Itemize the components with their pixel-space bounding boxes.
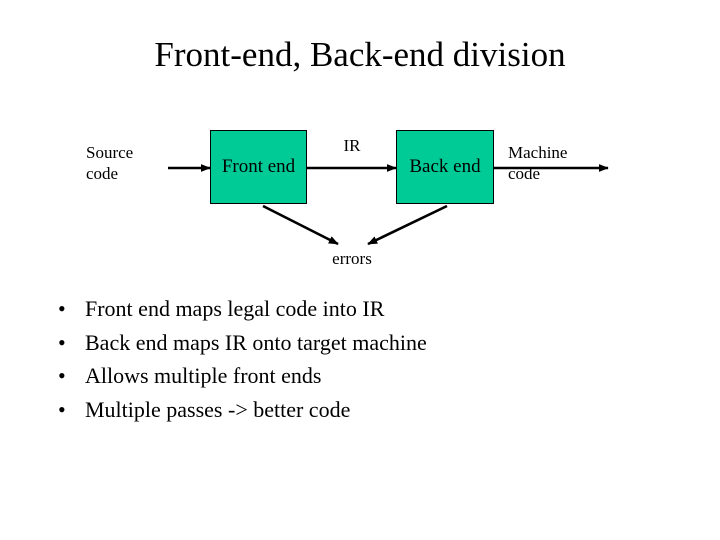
arrow-back-end-to-errors — [367, 204, 448, 246]
label-machine-code-line2: code — [508, 164, 541, 183]
list-item: • Front end maps legal code into IR — [52, 292, 672, 326]
label-source-code: Source code — [86, 142, 133, 184]
list-item-text: Back end maps IR onto target machine — [85, 329, 427, 355]
diagram-box-back-end[interactable]: Back end — [396, 130, 494, 204]
front-end-back-end-diagram: Front end Back end Source code IR Machin… — [86, 130, 609, 268]
list-item: • Allows multiple front ends — [52, 359, 672, 393]
label-errors: errors — [332, 249, 372, 268]
label-machine-code: Machine code — [508, 142, 567, 184]
list-item: • Back end maps IR onto target machine — [52, 326, 672, 360]
bullet-list: • Front end maps legal code into IR • Ba… — [52, 292, 672, 426]
diagram-box-front-end-label: Front end — [221, 156, 296, 177]
bullet-icon: • — [58, 329, 66, 355]
list-item-text: Front end maps legal code into IR — [85, 296, 385, 321]
label-source-code-line1: Source — [86, 143, 134, 162]
bullet-icon: • — [58, 363, 66, 388]
list-item: • Multiple passes -> better code — [52, 393, 672, 427]
arrow-front-end-to-errors — [262, 204, 339, 246]
label-machine-code-line1: Machine — [508, 143, 568, 162]
list-item-text: Multiple passes -> better code — [85, 396, 351, 422]
label-ir: IR — [343, 136, 361, 155]
bullet-icon: • — [58, 396, 66, 422]
page-title: Front-end, Back-end division — [154, 35, 566, 74]
label-source-code-line2: code — [86, 164, 119, 183]
bullet-icon: • — [58, 296, 66, 321]
diagram-box-front-end[interactable]: Front end — [210, 130, 307, 204]
diagram-box-back-end-label: Back end — [409, 156, 481, 177]
list-item-text: Allows multiple front ends — [85, 363, 322, 388]
